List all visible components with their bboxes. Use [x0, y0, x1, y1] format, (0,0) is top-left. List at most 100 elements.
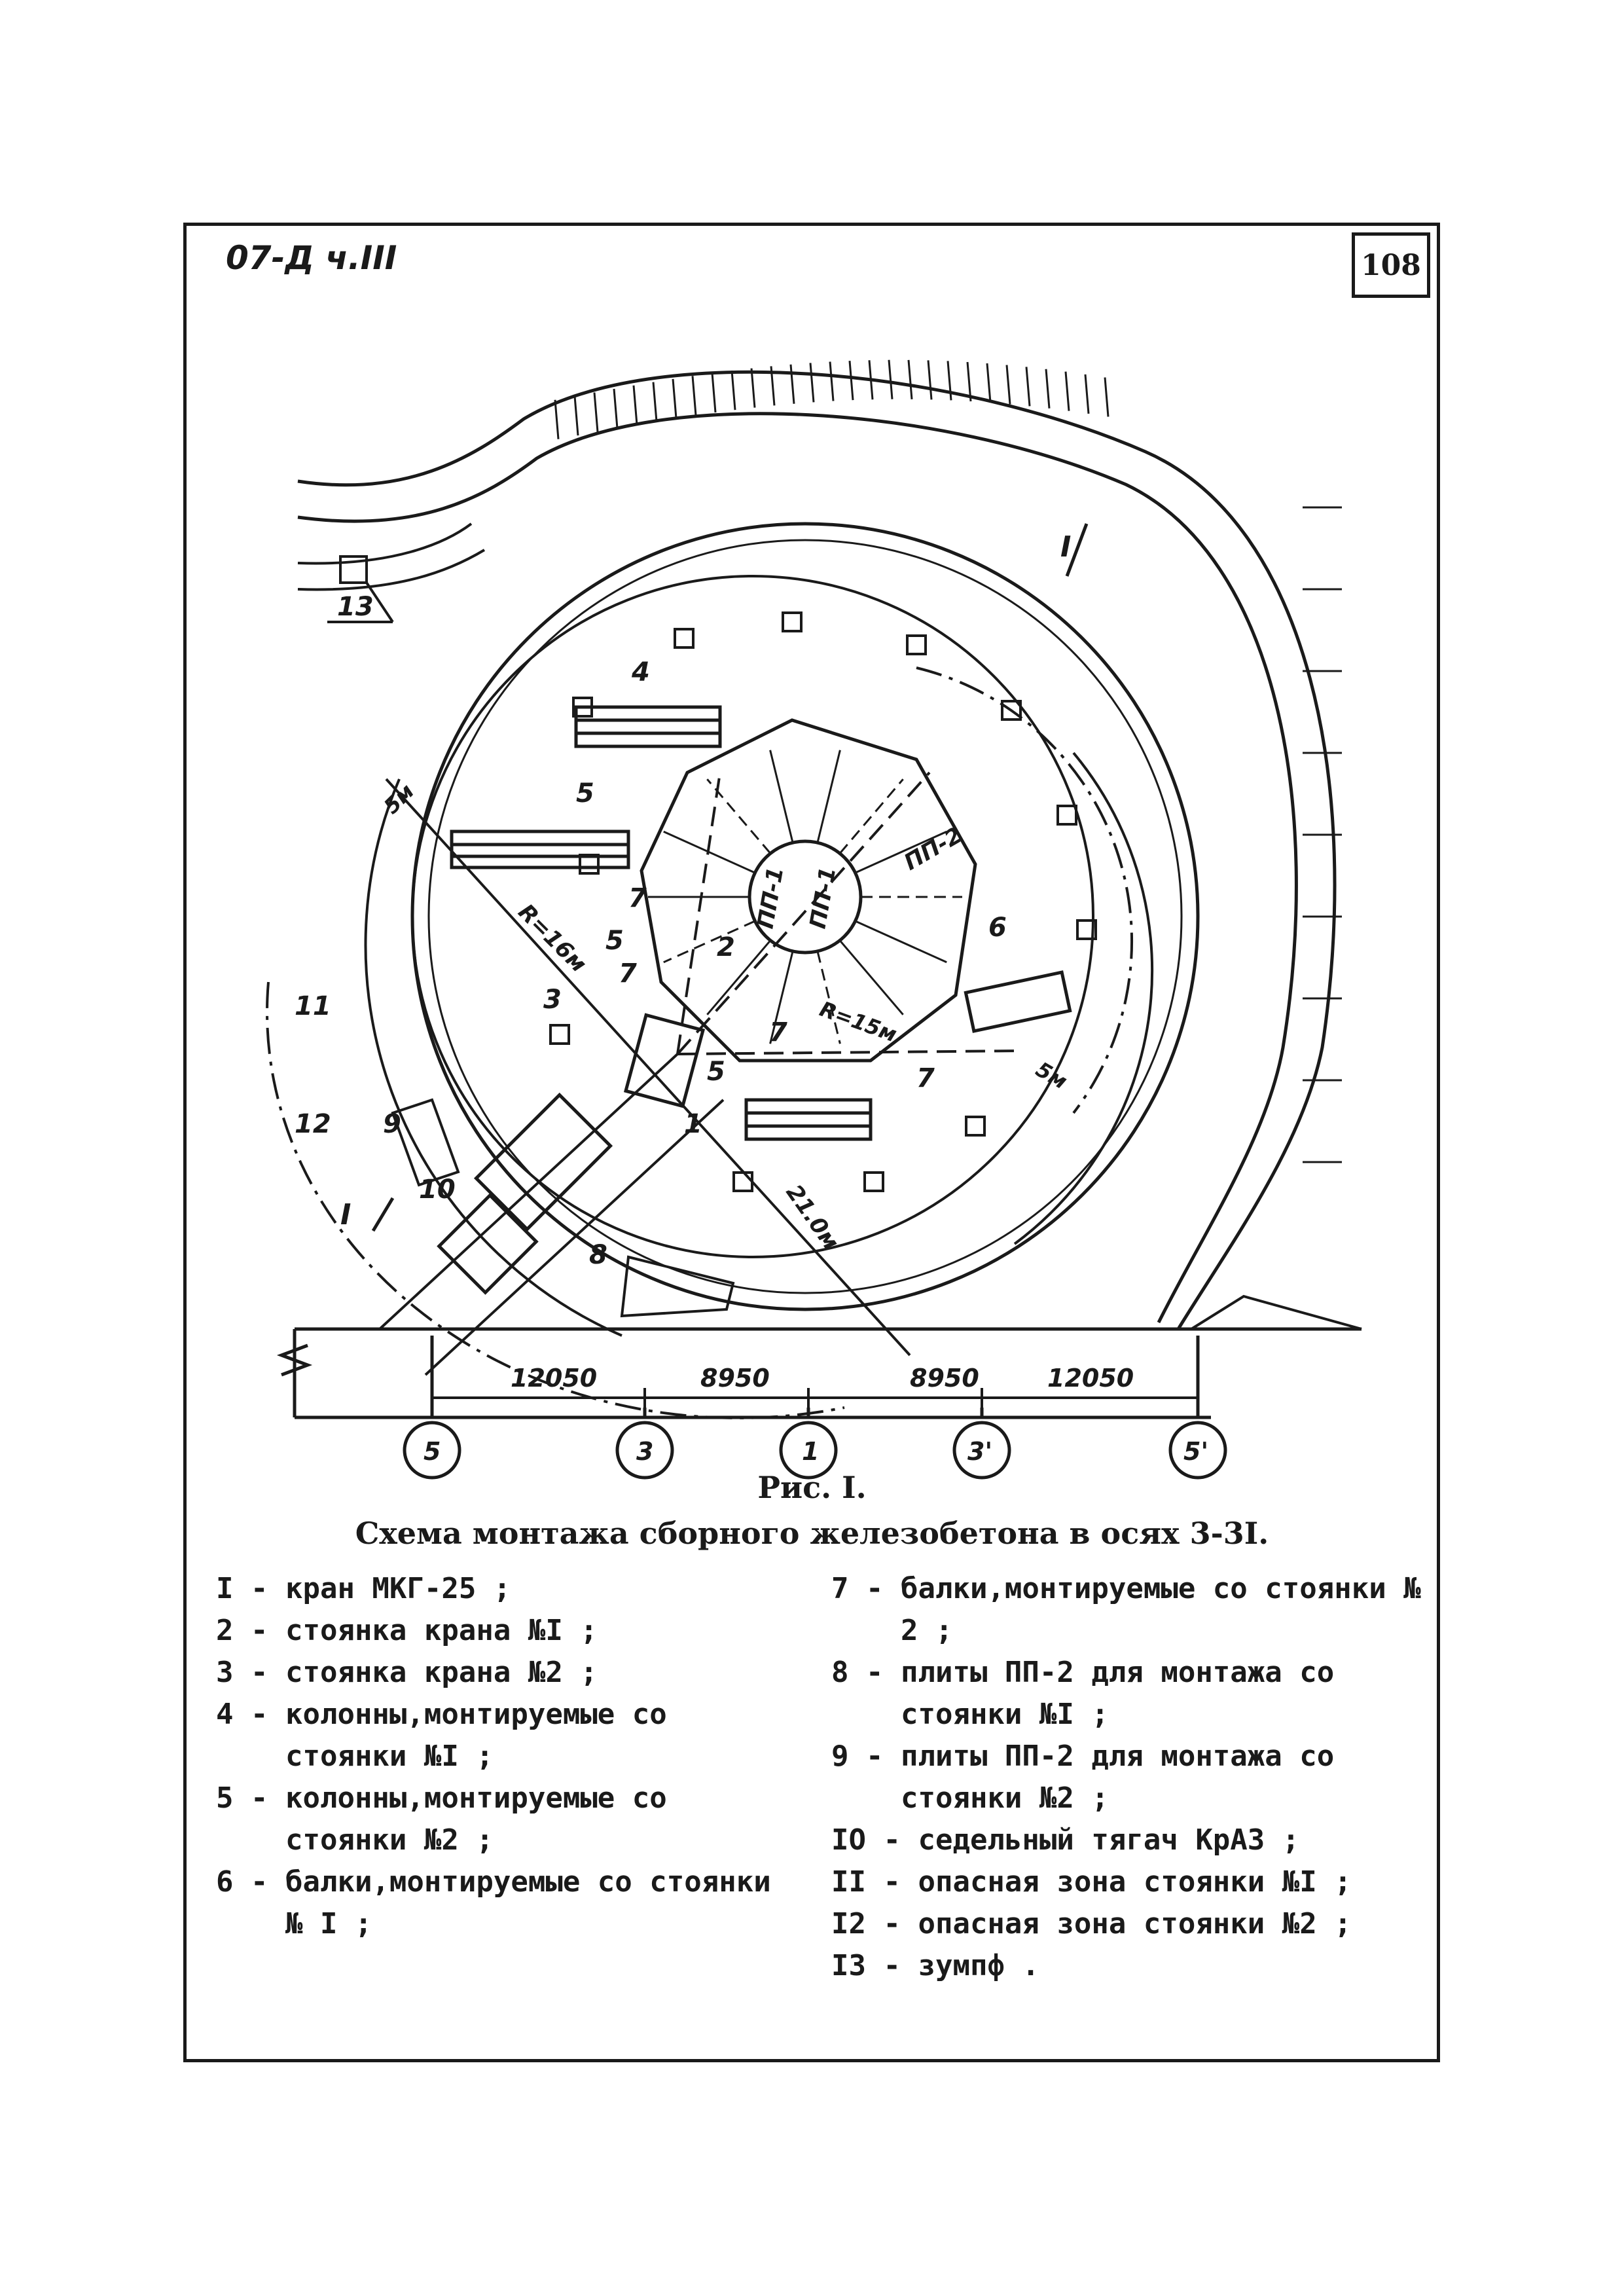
legend-number: 6 -: [216, 1865, 268, 1899]
legend-text: опасная зона стоянки №I ;: [918, 1865, 1352, 1899]
legend-number: IO -: [831, 1823, 901, 1857]
legend-item: I3 - зумпф .: [831, 1945, 1434, 1987]
legend-left: I - кран МКГ-25 ; 2 - стоянка крана №I ;…: [216, 1568, 805, 1945]
label-r21: 21.0м: [781, 1180, 844, 1254]
legend-number: 3 -: [216, 1656, 268, 1689]
legend-item: 3 - стоянка крана №2 ;: [216, 1652, 805, 1694]
callout-11: 11: [295, 991, 331, 1021]
section-label-b: I: [340, 1198, 351, 1231]
axis-markers: [403, 1336, 1227, 1480]
hatch-line: [1084, 374, 1090, 414]
page-number: 108: [1352, 232, 1430, 298]
axis-label-3-prime: 3': [967, 1437, 992, 1466]
footing: [674, 628, 695, 649]
radial-beam: [839, 939, 904, 1015]
callout-7c: 7: [769, 1017, 787, 1048]
hatch-line: [652, 382, 658, 422]
footing: [1001, 700, 1022, 721]
legend-text: балки,монтируемые со стоянки № 2 ;: [900, 1572, 1421, 1647]
legend-text: стоянка крана №I ;: [285, 1614, 598, 1647]
section-marker-b: [371, 1197, 395, 1232]
legend-text: седельный тягач КрАЗ ;: [918, 1823, 1300, 1857]
callout-12: 12: [295, 1109, 331, 1139]
hatch-line: [1064, 371, 1070, 411]
legend-text: плиты ПП-2 для монтажа со стоянки №2 ;: [900, 1740, 1335, 1815]
legend-number: 5 -: [216, 1781, 268, 1815]
hatch-line: [750, 368, 756, 408]
hatch-line: [691, 376, 697, 416]
legend-item: 6 - балки,монтируемые со стоянки № I ;: [216, 1861, 805, 1945]
legend-item: 5 - колонны,монтируемые со стоянки №2 ;: [216, 1777, 805, 1861]
callout-10: 10: [419, 1175, 456, 1205]
dimension-4: 12050: [1047, 1364, 1134, 1393]
drawing-frame: [183, 223, 1440, 2062]
radial-beam: [706, 939, 772, 1015]
hatch-line: [672, 378, 677, 418]
legend-right: 7 - балки,монтируемые со стоянки № 2 ; 8…: [831, 1568, 1434, 1987]
legend-item: 2 - стоянка крана №I ;: [216, 1610, 805, 1652]
callout-7a: 7: [628, 883, 647, 913]
radial-beams: [648, 750, 962, 1044]
radial-beam: [816, 951, 841, 1044]
radial-beam: [663, 920, 756, 964]
footing: [1076, 919, 1097, 940]
hatch-line: [809, 363, 815, 403]
legend-text: балки,монтируемые со стоянки № I ;: [285, 1865, 771, 1941]
legend-text: плиты ПП-2 для монтажа со стоянки №I ;: [900, 1656, 1335, 1731]
hatch-line: [829, 361, 835, 401]
document-code: 07-Д ч.III: [226, 239, 397, 277]
legend-number: 2 -: [216, 1614, 268, 1647]
hatch-line: [770, 366, 776, 406]
building-base: [276, 1294, 1362, 1419]
access-ramp: [297, 370, 1337, 1330]
footing: [782, 611, 803, 632]
legend-number: 9 -: [831, 1740, 884, 1773]
hatch-line: [907, 359, 913, 399]
ramp-hatching: [554, 359, 1342, 1163]
footing: [1056, 805, 1077, 826]
hatch-line: [966, 361, 972, 402]
hatch-line: [789, 364, 795, 404]
radial-beam: [854, 830, 947, 874]
callout-5a: 5: [576, 778, 594, 809]
figure-caption: Схема монтажа сборного железобетона в ос…: [355, 1516, 1269, 1551]
radial-beam: [769, 951, 794, 1044]
legend-text: кран МКГ-25 ;: [285, 1572, 511, 1605]
central-tank: [640, 718, 977, 1063]
radial-beam: [769, 750, 794, 843]
label-pp2: ПП-2: [900, 822, 967, 876]
callout-13: 13: [337, 592, 374, 622]
callout-5c: 5: [707, 1057, 725, 1087]
legend-item: 7 - балки,монтируемые со стоянки № 2 ;: [831, 1568, 1434, 1652]
hatch-line: [1005, 365, 1011, 405]
hatch-line: [731, 371, 736, 410]
callout-7d: 7: [916, 1063, 935, 1093]
legend-text: опасная зона стоянки №2 ;: [918, 1907, 1352, 1941]
crane-mkg-25: [623, 1013, 706, 1108]
hatch-line: [1104, 377, 1110, 417]
legend-item: II - опасная зона стоянки №I ;: [831, 1861, 1434, 1903]
hatch-line: [613, 388, 619, 429]
callout-8: 8: [589, 1240, 607, 1270]
legend-text: зумпф .: [918, 1949, 1039, 1982]
legend-number: 7 -: [831, 1572, 884, 1605]
hatch-line: [986, 363, 992, 403]
sump: [327, 555, 394, 623]
legend-text: стоянка крана №2 ;: [285, 1656, 598, 1689]
callout-9: 9: [383, 1109, 401, 1139]
legend-number: 8 -: [831, 1656, 884, 1689]
section-label-a: I: [1060, 530, 1071, 564]
label-pp1a: ПП-1: [752, 865, 789, 930]
label-r16: R=16м: [513, 899, 592, 977]
hatch-line: [1025, 367, 1031, 407]
callout-6: 6: [988, 913, 1007, 943]
label-5m-b: 5м: [1032, 1057, 1072, 1094]
hatch-line: [711, 373, 717, 413]
hatch-line: [1045, 369, 1051, 409]
label-5m-a: 5м: [379, 779, 419, 819]
legend-text: колонны,монтируемые со стоянки №I ;: [285, 1698, 667, 1773]
legend-text: колонны,монтируемые со стоянки №2 ;: [285, 1781, 667, 1857]
callout-1: 1: [684, 1109, 702, 1139]
crane-radius-lines: [676, 771, 1022, 1055]
